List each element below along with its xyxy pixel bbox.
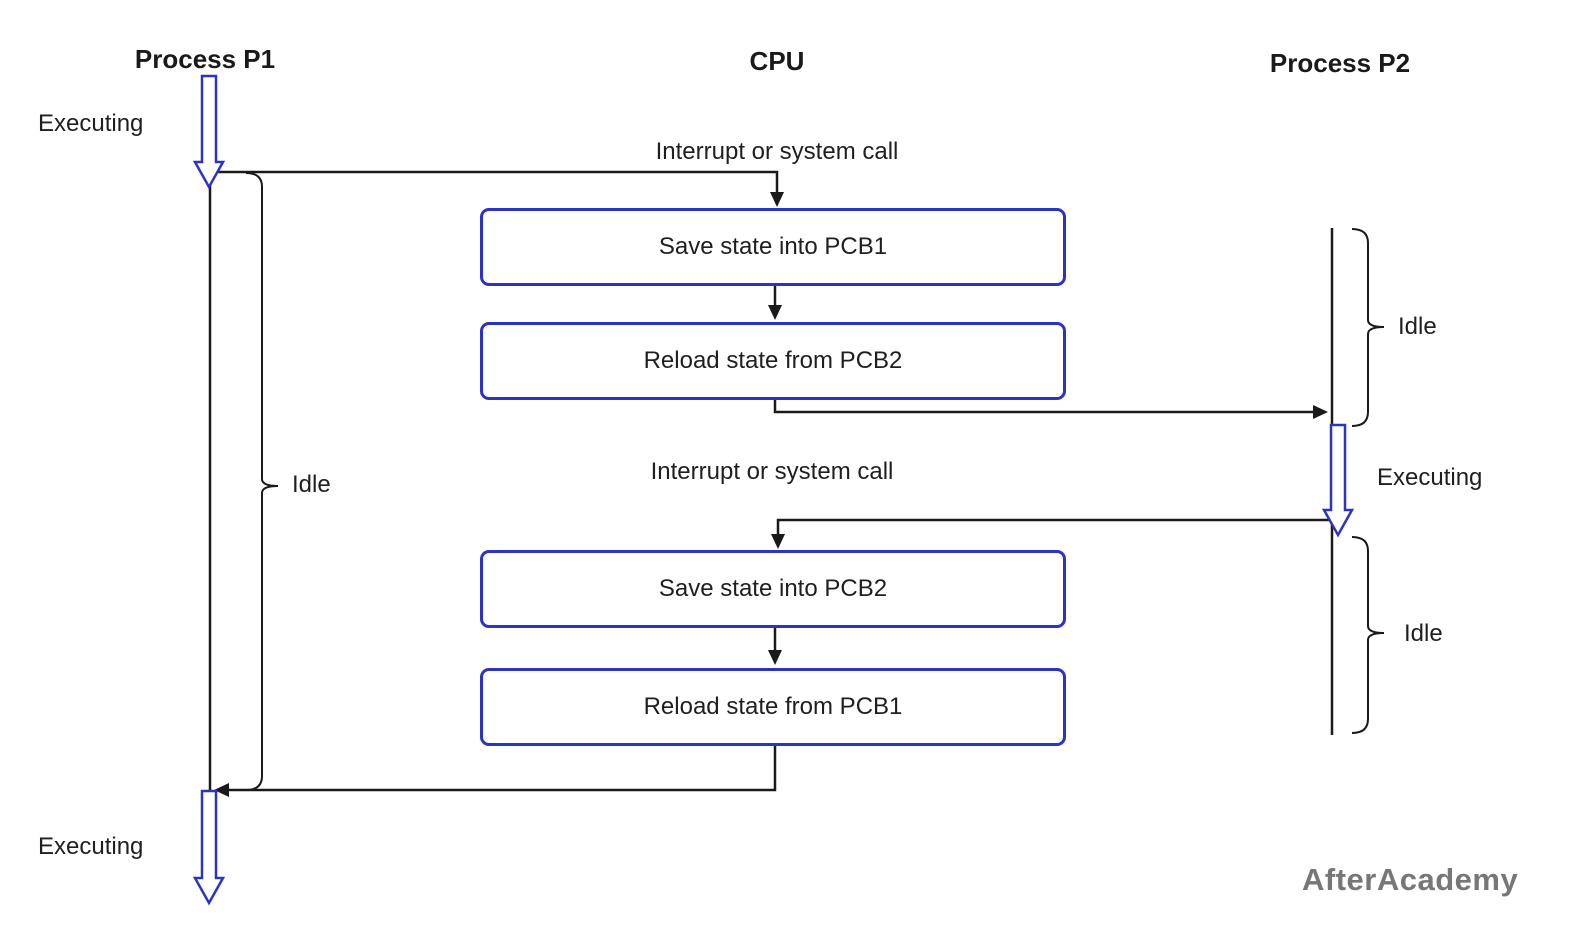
context-restore-connector-p1	[214, 746, 777, 797]
save-state-pcb2-box: Save state into PCB2	[480, 550, 1066, 628]
column-header-process-p1: Process P1	[134, 44, 276, 74]
executing-label-p1-bottom: Executing	[38, 833, 144, 860]
box-flow-arrow-2	[768, 628, 782, 665]
p2-executing-arrow-icon	[1321, 423, 1355, 538]
reload-state-pcb2-box: Reload state from PCB2	[480, 322, 1066, 400]
interrupt-label-top: Interrupt or system call	[655, 138, 899, 165]
interrupt-label-bottom: Interrupt or system call	[650, 458, 894, 485]
save-state-pcb1-box: Save state into PCB1	[480, 208, 1066, 286]
idle-bracket-p2-top	[1351, 228, 1385, 427]
idle-label-p1: Idle	[292, 471, 331, 498]
arrowhead-down-icon	[770, 192, 784, 207]
afteracademy-watermark: AfterAcademy	[1302, 862, 1519, 897]
box-flow-arrow-1	[768, 286, 782, 320]
idle-bracket-p1	[245, 172, 279, 791]
column-header-cpu: CPU	[749, 46, 805, 76]
arrowhead-down-icon	[771, 534, 785, 549]
p1-executing-top-arrow-icon	[192, 74, 226, 190]
interrupt-connector-2	[771, 518, 1331, 549]
executing-label-p1-top: Executing	[38, 110, 144, 137]
arrowhead-down-icon	[768, 305, 782, 320]
idle-label-p2-bottom: Idle	[1404, 620, 1443, 647]
idle-bracket-p2-bottom	[1351, 536, 1385, 734]
column-header-process-p2: Process P2	[1269, 48, 1411, 78]
arrowhead-right-icon	[1313, 405, 1328, 419]
idle-label-p2-top: Idle	[1398, 313, 1437, 340]
p1-executing-bottom-arrow-icon	[192, 789, 226, 906]
executing-label-p2: Executing	[1377, 464, 1483, 491]
context-restore-connector-p2	[773, 400, 1328, 419]
interrupt-connector-1	[212, 170, 784, 207]
arrowhead-down-icon	[768, 650, 782, 665]
reload-state-pcb1-box: Reload state from PCB1	[480, 668, 1066, 746]
arrowhead-left-icon	[214, 783, 229, 797]
